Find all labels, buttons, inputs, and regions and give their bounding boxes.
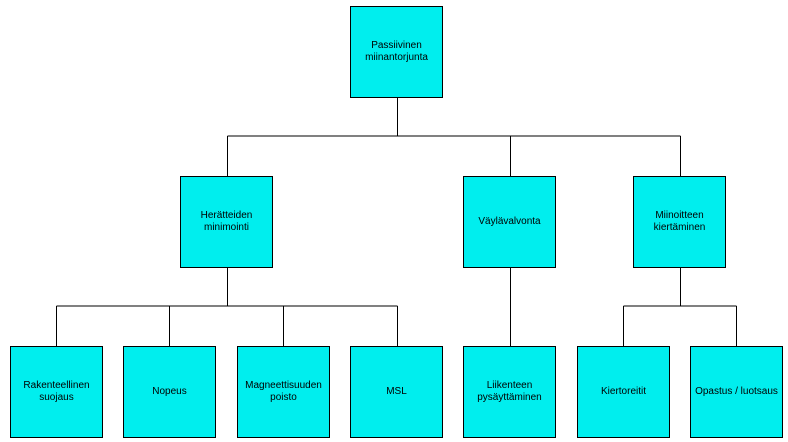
node-heratteiden-minimointi: Herätteiden minimointi <box>180 176 273 268</box>
node-liikenteen-pysayttaminen: Liikenteen pysäyttäminen <box>463 346 556 438</box>
node-magneettisuuden-poisto: Magneettisuuden poisto <box>237 346 330 438</box>
node-kiertoreitit: Kiertoreitit <box>577 346 670 438</box>
node-vaylavalvonta: Väylävalvonta <box>463 176 556 268</box>
node-passiivinen-miinantorjunta: Passiivinen miinantorjunta <box>350 6 443 98</box>
node-opastus-luotsaus: Opastus / luotsaus <box>690 346 783 438</box>
node-rakenteellinen-suojaus: Rakenteellinen suojaus <box>10 346 103 438</box>
node-nopeus: Nopeus <box>123 346 216 438</box>
node-miinoitteen-kiertaminen: Miinoitteen kiertäminen <box>633 176 726 268</box>
node-msl: MSL <box>350 346 443 438</box>
